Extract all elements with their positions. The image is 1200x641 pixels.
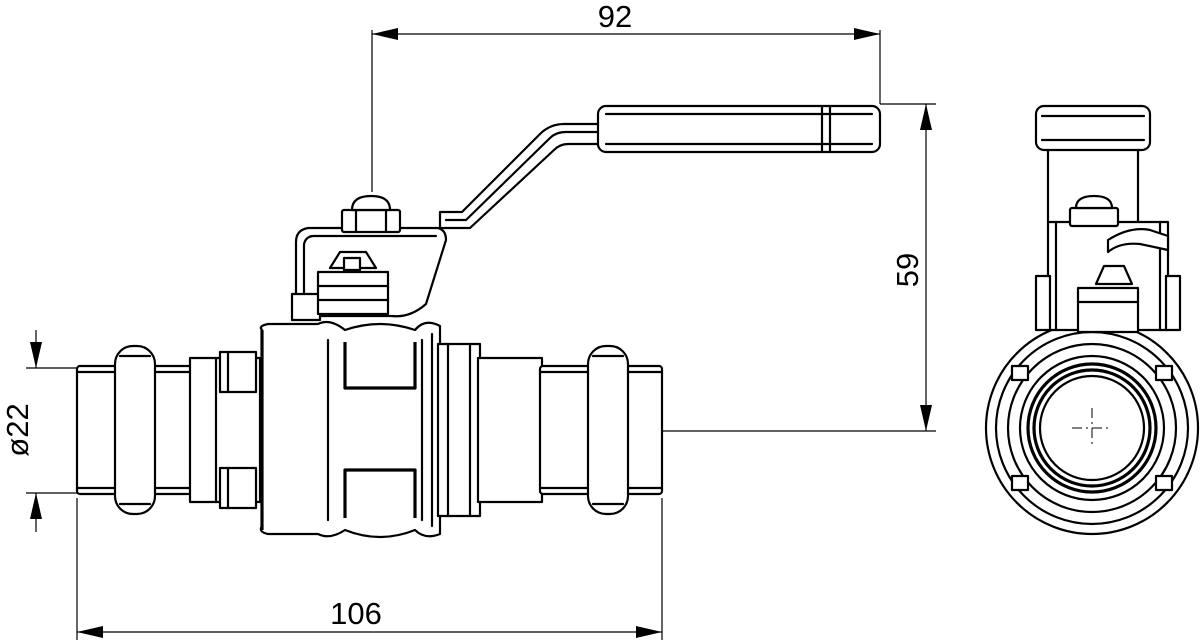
lever-handle (438, 104, 882, 230)
dimension-label-59: 59 (890, 253, 925, 287)
dimension-label-106: 106 (330, 596, 382, 631)
stem-assembly (290, 194, 448, 322)
side-view (75, 104, 882, 539)
dimension-92: 92 (371, 0, 881, 192)
dimension-59: 59 (662, 103, 936, 432)
end-view (984, 104, 1200, 536)
dimension-label-92: 92 (598, 0, 632, 34)
dimension-diameter-22: ø22 (0, 330, 77, 532)
left-fitting (75, 344, 262, 516)
right-fitting (436, 342, 664, 518)
dimension-label-diameter-22: ø22 (0, 403, 35, 456)
dimension-106: 106 (76, 498, 663, 640)
valve-body (259, 320, 442, 539)
